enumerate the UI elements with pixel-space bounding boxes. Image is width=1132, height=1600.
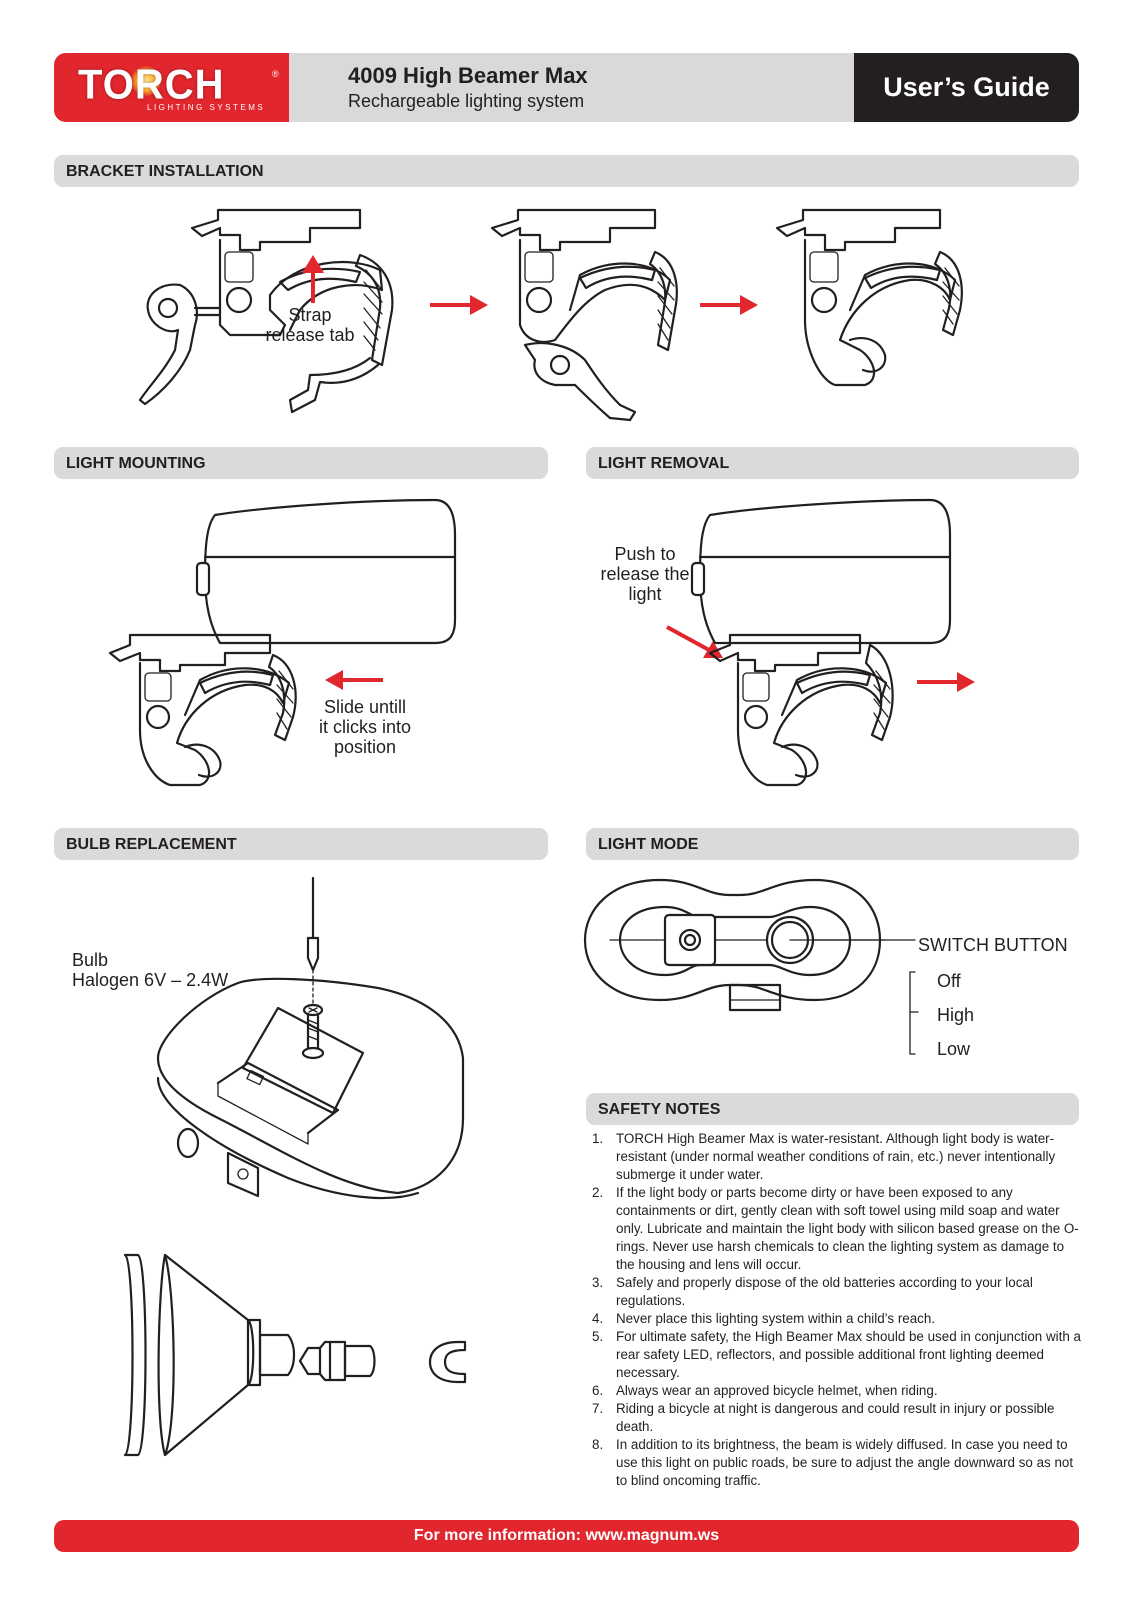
section-bar-light-mode: LIGHT MODE [586,828,1079,860]
section-title: LIGHT MOUNTING [66,455,206,472]
section-title: LIGHT MODE [598,836,699,853]
list-item: 6. Always wear an approved bicycle helmet… [582,1382,1082,1400]
list-number: 5. [592,1329,604,1344]
torch-logo: TORCH ® LIGHTING SYSTEMS [54,53,289,122]
list-text: Always wear an approved bicycle helmet, … [616,1383,938,1398]
section-title: LIGHT REMOVAL [598,455,730,472]
list-number: 1. [592,1131,604,1146]
list-text: Riding a bicycle at night is dangerous a… [616,1401,1055,1434]
remove-arrow [917,672,975,692]
logo-glow [131,66,161,96]
list-item: 8. In addition to its brightness, the bea… [582,1436,1082,1490]
list-text: Never place this lighting system within … [616,1311,936,1326]
bracket-step3-illustration [775,208,963,387]
switch-button-leader [789,939,919,1055]
slide-arrow [325,670,383,690]
reflector-bulb-parts-illustration [123,1253,467,1457]
push-arrow [666,625,723,658]
list-text: Safely and properly dispose of the old b… [616,1275,1033,1308]
section-bar-bracket-installation: BRACKET INSTALLATION [54,155,1079,187]
list-number: 6. [592,1383,604,1398]
mode-low: Low [937,1039,971,1059]
list-number: 8. [592,1437,604,1452]
list-item: 3. Safely and properly dispose of the old… [582,1274,1082,1310]
strap-release-tab-label: Strap release tab [265,305,355,345]
product-title: 4009 High Beamer Max [348,63,588,88]
switch-button-label: SWITCH BUTTON [918,935,1068,955]
list-number: 4. [592,1311,604,1326]
mode-off: Off [937,971,961,991]
list-text: If the light body or parts become dirty … [616,1185,1079,1272]
section-bar-safety-notes: SAFETY NOTES [586,1093,1079,1125]
section-title: SAFETY NOTES [598,1101,721,1118]
safety-notes-list: 1. TORCH High Beamer Max is water-resista… [582,1130,1082,1490]
strap-release-tab-arrow [302,255,324,303]
section-title: BRACKET INSTALLATION [66,163,264,180]
section-title: BULB REPLACEMENT [66,836,237,853]
logo-tagline: LIGHTING SYSTEMS [147,103,266,112]
list-text: For ultimate safety, the High Beamer Max… [616,1329,1081,1380]
light-body-screw-illustration [156,876,465,1200]
light-mounting-illustration [108,498,457,787]
header: TORCH ® LIGHTING SYSTEMS 4009 High Beame… [54,53,1079,122]
bracket-step1-illustration [138,208,394,414]
list-number: 3. [592,1275,604,1290]
list-text: TORCH High Beamer Max is water-resistant… [616,1131,1056,1182]
list-item: 2. If the light body or parts become dirt… [582,1184,1082,1274]
section-bar-light-removal: LIGHT REMOVAL [586,447,1079,479]
step-arrow-2 [700,295,758,315]
logo-registered-mark: ® [272,69,279,79]
logo-word: TORCH [78,61,225,109]
list-text: In addition to its brightness, the beam … [616,1437,1074,1488]
light-removal-illustration [690,498,952,787]
footer-more-info-link[interactable]: For more information: www.magnum.ws [54,1520,1079,1552]
push-to-release-label: Push to release the light [600,544,690,604]
mode-high: High [937,1005,975,1025]
list-item: 1. TORCH High Beamer Max is water-resista… [582,1130,1082,1184]
list-number: 2. [592,1185,604,1200]
bulb-spec-label: Bulb Halogen 6V – 2.4W [72,950,229,990]
guide-title: User’s Guide [854,53,1079,122]
bracket-step2-illustration [490,208,678,422]
list-item: 4. Never place this lighting system withi… [582,1310,1082,1328]
step-arrow-1 [430,295,488,315]
list-item: 7. Riding a bicycle at night is dangerous… [582,1400,1082,1436]
product-subtitle: Rechargeable lighting system [348,91,585,111]
list-number: 7. [592,1401,604,1416]
section-bar-light-mounting: LIGHT MOUNTING [54,447,548,479]
section-bar-bulb-replacement: BULB REPLACEMENT [54,828,548,860]
list-item: 5. For ultimate safety, the High Beamer M… [582,1328,1082,1382]
slide-until-label: Slide untill it clicks into position [318,697,412,757]
